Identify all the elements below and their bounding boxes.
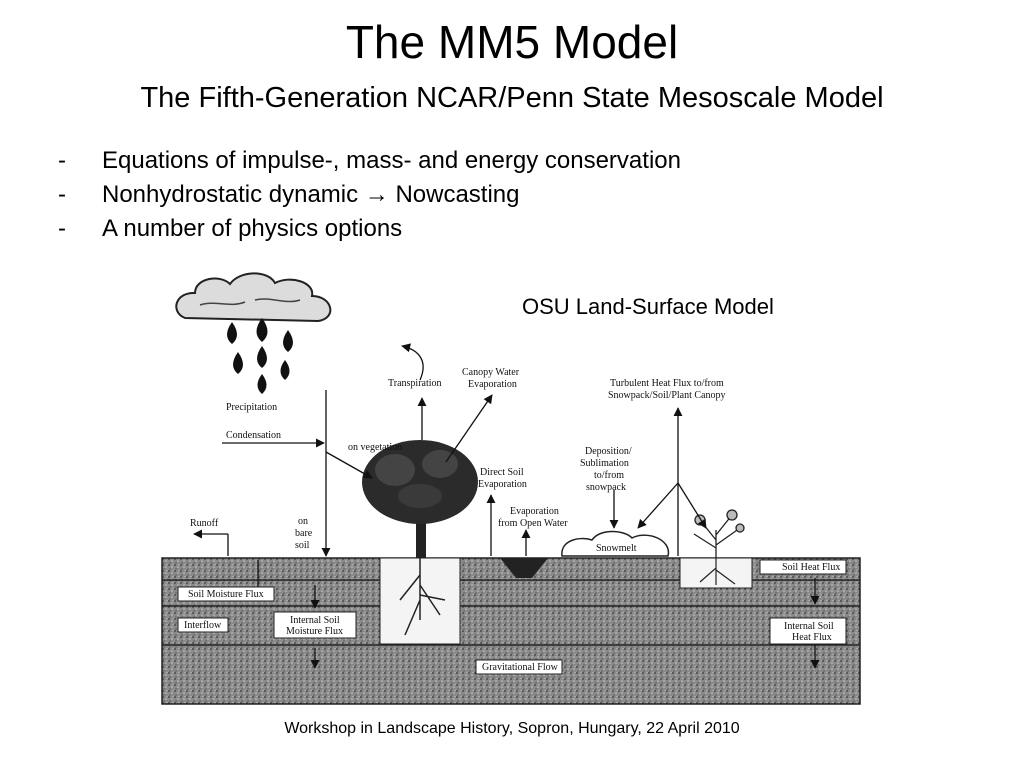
raindrops-icon [227,318,293,394]
bullet-marker: - [58,147,66,174]
bullet-text: A number of physics options [102,215,403,242]
soil-label-boxes [177,559,847,675]
bare-soil-label-2: bare [295,528,313,539]
canopy-evaporation-label: Evaporation [468,379,517,390]
transpiration-curve-arrow [401,343,424,381]
bullet-item: - Equations of impulse-, mass- and energy… [58,144,681,178]
internal-soil-heat-label: Internal Soil [784,621,834,632]
snowpack-icon [561,530,670,557]
open-water-evaporation-label: Evaporation [510,506,559,517]
canopy-evaporation-arrow [445,394,493,463]
heat-to-snow-arrow [637,482,679,529]
transpiration-label: Transpiration [388,378,442,389]
bullet-text: Nonhydrostatic dynamic → Nowcasting [102,181,520,208]
deposition-label: Deposition/ [585,446,632,457]
shrub-icon [693,509,745,558]
slide-title: The MM5 Model [345,16,679,68]
canopy-water-label: Canopy Water [462,367,520,378]
gravitational-flow-label: Gravitational Flow [482,662,559,673]
bullet-list: - Equations of impulse-, mass- and energy… [58,144,681,246]
interflow-label: Interflow [184,620,222,631]
bare-soil-label-1: on [298,516,308,527]
bullet-marker: - [58,181,66,208]
cloud-icon [175,272,332,323]
soil-moisture-flux-label: Soil Moisture Flux [188,589,264,600]
snowmelt-label: Snowmelt [596,543,637,554]
slide-footer: Workshop in Landscape History, Sopron, H… [284,720,740,737]
vegetation-arrow [325,451,373,479]
internal-soil-moisture-label: Internal Soil [290,615,340,626]
snowpack-label: snowpack [586,482,626,493]
flux-arrows [193,343,820,669]
sublimation-label: Sublimation [580,458,629,469]
tree-icon [362,440,478,558]
internal-moisture-flux-label: Moisture Flux [286,626,343,637]
figure-caption: OSU Land-Surface Model [522,294,774,319]
on-vegetation-label: on vegetation [348,442,402,453]
bullet-item: - Nonhydrostatic dynamic → Nowcasting [58,178,681,212]
heat-to-shrub-arrow [677,482,707,529]
to-from-label: to/from [594,470,624,481]
precipitation-label: Precipitation [226,402,277,413]
soil-heat-flux-label: Soil Heat Flux [782,562,840,573]
condensation-label: Condensation [226,430,281,441]
bullet-marker: - [58,215,66,242]
bullet-text: Equations of impulse-, mass- and energy … [102,147,681,174]
slide-subtitle: The Fifth-Generation NCAR/Penn State Mes… [140,82,884,114]
open-water-label: from Open Water [498,518,568,529]
bullet-item: - A number of physics options [58,212,681,246]
direct-soil-label: Direct Soil [480,467,524,478]
shrub-roots-icon [699,558,736,585]
internal-heat-flux-label: Heat Flux [792,632,832,643]
turbulent-heat-label: Turbulent Heat Flux to/from [610,378,724,389]
direct-soil-evaporation-label: Evaporation [478,479,527,490]
open-water-icon [500,558,548,578]
bare-soil-label-3: soil [295,540,310,551]
tree-roots-icon [399,558,446,636]
turbulent-heat-label-2: Snowpack/Soil/Plant Canopy [608,390,726,401]
runoff-label: Runoff [190,518,219,529]
